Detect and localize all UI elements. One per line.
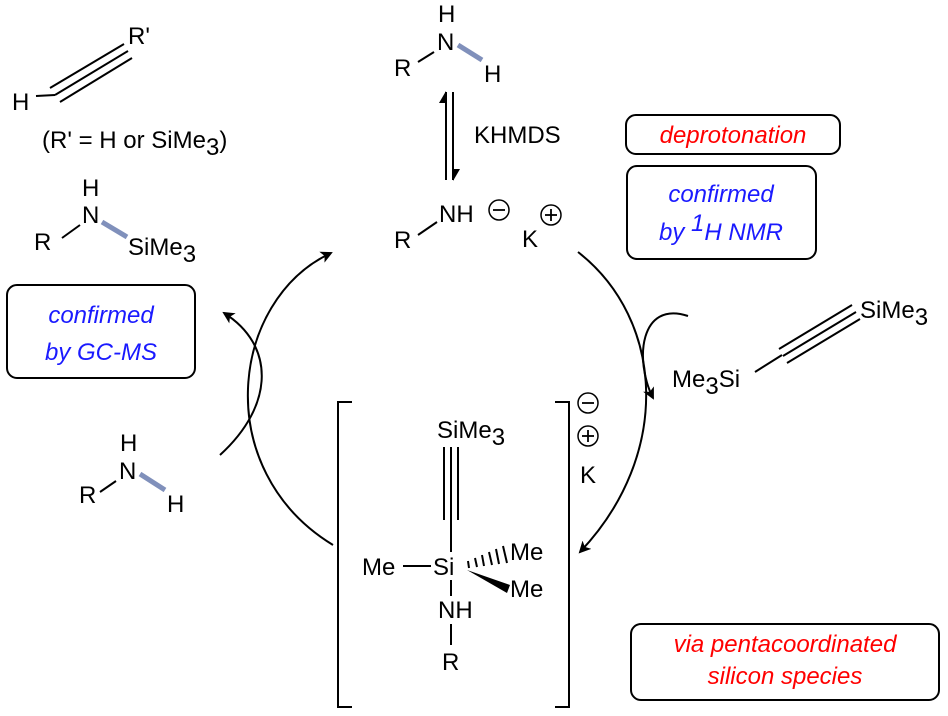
- btmsa-left: Me3Si: [672, 366, 740, 400]
- nmr-line2: by 1H NMR: [659, 210, 783, 246]
- alkyne-h-bond: [35, 94, 56, 97]
- amine-top-n: N: [437, 29, 454, 56]
- btmsa-triple-2: [782, 311, 857, 357]
- silylamine-n-si-bond: [100, 219, 129, 240]
- gcms-confirmation-box: confirmed by GC-MS: [6, 284, 196, 379]
- intermediate-si: Si: [433, 554, 454, 581]
- amine-top-h-right: H: [484, 61, 501, 88]
- btmsa-triple-1: [778, 304, 853, 350]
- amine-left-r: R: [79, 482, 96, 509]
- alkyne-triple-bond-1: [49, 43, 125, 89]
- amide-positive-charge: [540, 204, 562, 226]
- gcms-line1: confirmed: [48, 302, 154, 329]
- nmr-box-frame: [626, 165, 817, 260]
- nmr-confirmation-box: confirmed by 1H NMR: [626, 165, 817, 260]
- intermediate-negative-charge: [577, 392, 599, 414]
- silylamine-r: R: [34, 229, 51, 256]
- intermediate-top-si: SiMe3: [437, 417, 505, 451]
- gcms-line2: by GC-MS: [45, 339, 157, 366]
- silylamine-h: H: [82, 175, 99, 202]
- pentacoordinate-silicon-intermediate: SiMe3 Me Si Me Me NH R: [337, 392, 599, 708]
- alkyne-note: (R' = H or SiMe3): [42, 127, 227, 161]
- btmsa-right: SiMe3: [860, 297, 928, 331]
- potassium-amide: NH R K: [394, 199, 562, 254]
- amine-top-r-n-bond: [417, 51, 435, 63]
- bis-trimethylsilyl-acetylene: Me3Si SiMe3: [672, 297, 928, 400]
- wedge-bond: [467, 570, 510, 593]
- btmsa-entry-arrow: [642, 312, 689, 400]
- cycle-arrow-left: [246, 251, 334, 546]
- pentacoordinate-box-frame: [630, 623, 940, 701]
- amine-top-n-h-bond: [456, 42, 484, 63]
- intermediate-positive-charge: [577, 425, 599, 447]
- silylamine-r-n-bond: [61, 224, 81, 239]
- left-bracket: [337, 401, 352, 708]
- equilibrium-arrows: [439, 91, 460, 181]
- terminal-alkyne: R' H (R' = H or SiMe3): [12, 23, 227, 161]
- intermediate-me-left: Me: [362, 554, 395, 581]
- silylamine-si: SiMe3: [128, 234, 196, 268]
- amide-k: K: [522, 226, 538, 253]
- pentacoordinate-box: via pentacoordinated silicon species: [630, 623, 940, 701]
- alkyne-r-prime: R': [128, 23, 150, 50]
- amine-left-h: H: [120, 430, 137, 457]
- right-bracket: [555, 401, 570, 708]
- intermediate-me-wedge: Me: [510, 576, 543, 603]
- alkyne-triple-bond-2: [54, 50, 129, 96]
- silylamine-exit-arrow: [219, 311, 263, 456]
- amine-top: H N R H: [394, 1, 501, 88]
- intermediate-r: R: [442, 649, 459, 676]
- amine-left-r-n-bond: [99, 480, 117, 493]
- silylamine-n: N: [82, 202, 99, 229]
- amide-nh: NH: [439, 201, 474, 228]
- hashed-bond: [467, 545, 508, 569]
- amine-top-h: H: [438, 1, 455, 28]
- pentacoordinate-line2: silicon species: [708, 663, 863, 690]
- amide-negative-charge: [488, 199, 510, 221]
- btmsa-triple-3: [786, 318, 861, 364]
- amine-left-n-h-bond: [138, 471, 167, 493]
- intermediate-nh: NH: [438, 597, 473, 624]
- alkyne-triple-bond-3: [59, 57, 133, 103]
- reagent-khmds: KHMDS: [474, 122, 561, 149]
- nmr-line1: confirmed: [668, 181, 774, 208]
- amine-left-h-right: H: [167, 491, 184, 518]
- amine-left: H N R H: [79, 430, 184, 518]
- deprotonation-label: deprotonation: [660, 122, 807, 149]
- intermediate-me-hashed: Me: [510, 539, 543, 566]
- amide-r: R: [394, 227, 411, 254]
- silylamine-product: H N R SiMe3: [34, 175, 196, 268]
- deprotonation-box-frame: [625, 114, 841, 155]
- gcms-box-frame: [6, 284, 196, 379]
- amide-r-n-bond: [417, 221, 438, 236]
- alkyne-h: H: [12, 89, 29, 116]
- pentacoordinate-line1: via pentacoordinated: [674, 631, 897, 658]
- deprotonation-box: deprotonation: [625, 114, 841, 155]
- amine-left-n: N: [119, 458, 136, 485]
- btmsa-si-c-bond: [754, 354, 783, 373]
- intermediate-counter-k: K: [580, 462, 596, 489]
- amine-top-r: R: [394, 55, 411, 82]
